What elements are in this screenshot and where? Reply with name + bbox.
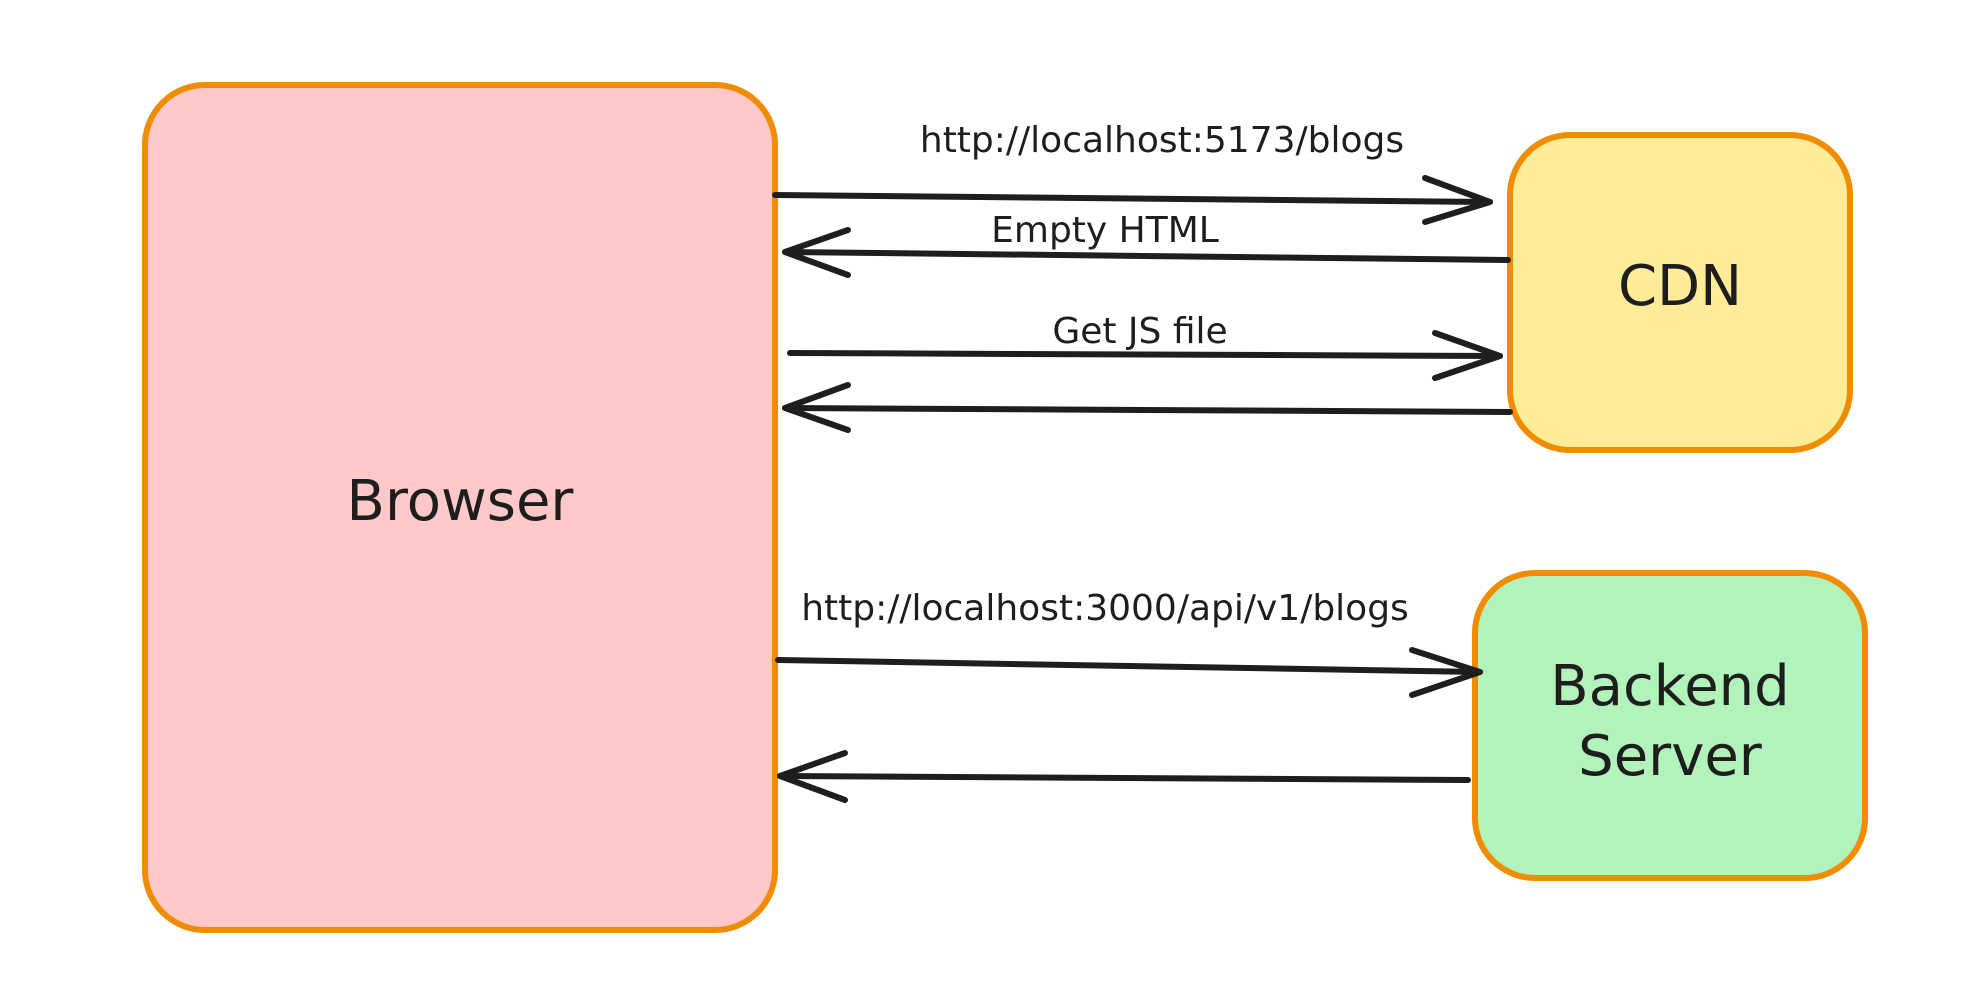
arrow-line-api-blogs-response: [777, 773, 1471, 783]
arrow-api-blogs-request: http://localhost:3000/api/v1/blogs: [775, 588, 1483, 698]
arrowhead-right-icon: [1409, 647, 1483, 698]
arrow-line-js-file-response: [782, 405, 1513, 415]
arrowhead-left-icon: [777, 750, 848, 803]
edge-label-request-blogs-page: http://localhost:5173/blogs: [920, 120, 1404, 161]
browser-box: [142, 82, 778, 933]
browser-label: Browser: [347, 469, 575, 534]
arrowhead-left-icon: [782, 227, 851, 278]
arrow-line-api-blogs-request: [775, 657, 1483, 675]
arrow-line-request-blogs-page: [772, 192, 1493, 205]
arrow-get-js-file: Get JS file: [787, 311, 1503, 381]
arrow-api-blogs-response: [777, 750, 1471, 803]
edge-label-empty-html-response: Empty HTML: [991, 210, 1219, 251]
arrow-empty-html-response: Empty HTML: [782, 210, 1511, 278]
cdn-box: [1507, 132, 1853, 453]
arrow-js-file-response: [782, 382, 1513, 433]
backend-server-label-line2: Server: [1578, 724, 1763, 789]
backend-server-node[interactable]: Backend Server: [1472, 570, 1868, 881]
cdn-node[interactable]: CDN: [1507, 132, 1853, 453]
arrowhead-right-icon: [1422, 175, 1493, 225]
browser-node[interactable]: Browser: [142, 82, 778, 933]
arrow-line-get-js-file: [787, 350, 1503, 359]
arrow-request-blogs-page: http://localhost:5173/blogs: [772, 120, 1493, 225]
cdn-label: CDN: [1618, 254, 1742, 319]
arrowhead-right-icon: [1432, 330, 1503, 381]
backend-server-label-line1: Backend: [1550, 654, 1789, 719]
arrowhead-left-icon: [782, 382, 851, 433]
arrow-line-empty-html-response: [782, 249, 1511, 263]
backend-server-box: [1472, 570, 1868, 881]
edge-label-get-js-file: Get JS file: [1052, 311, 1227, 352]
edge-label-api-blogs-request: http://localhost:3000/api/v1/blogs: [801, 588, 1409, 629]
